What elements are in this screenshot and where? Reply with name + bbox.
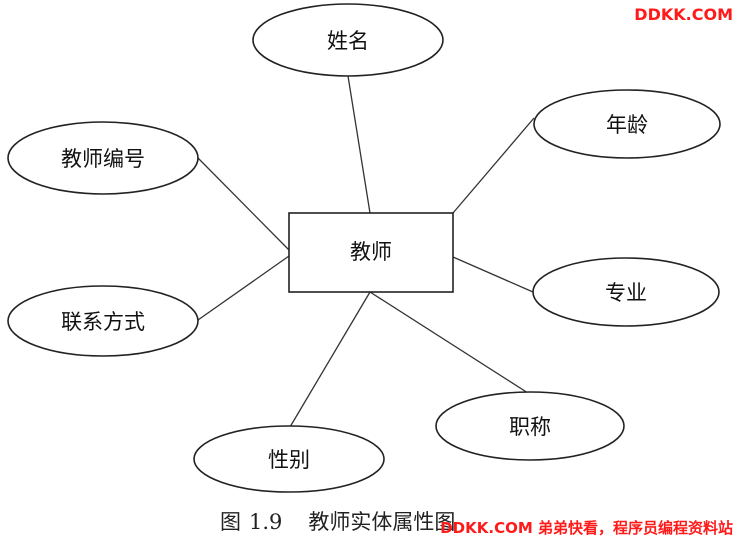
edge-major	[452, 256, 534, 293]
entity-teacher: 教师	[288, 212, 454, 293]
edge-teacher-id	[197, 157, 290, 251]
figure-caption: 图 1.9 教师实体属性图	[220, 506, 455, 536]
entity-label: 教师	[350, 240, 392, 264]
attribute-label: 姓名	[327, 29, 369, 53]
edge-name	[347, 75, 371, 214]
caption-number: 1.9	[249, 510, 283, 534]
attribute-ellipse	[533, 89, 721, 159]
attribute-name: 姓名	[252, 3, 444, 77]
edge-contact	[197, 255, 290, 321]
attribute-ellipse	[252, 3, 444, 77]
attribute-major: 专业	[532, 257, 720, 327]
attribute-ellipse	[193, 425, 385, 493]
attribute-label: 联系方式	[61, 310, 145, 334]
edge-age	[452, 117, 535, 214]
attribute-ellipse	[435, 391, 625, 461]
attribute-label: 职称	[509, 415, 551, 439]
caption-figure-word: 图	[220, 510, 241, 534]
edge-title	[369, 291, 529, 394]
attribute-gender: 性别	[193, 425, 385, 493]
attribute-label: 年龄	[606, 113, 648, 137]
edge-gender	[289, 291, 371, 428]
watermark-top: DDKK.COM	[634, 5, 733, 24]
watermark-bottom: DDKK.COM 弟弟快看，程序员编程资料站	[440, 519, 733, 537]
attribute-ellipse	[7, 285, 199, 357]
entity-box	[288, 212, 454, 293]
relationship-edges	[197, 75, 535, 428]
attribute-teacher-id: 教师编号	[7, 121, 199, 195]
attribute-label: 性别	[268, 448, 310, 472]
attribute-label: 教师编号	[61, 147, 145, 171]
attribute-age: 年龄	[533, 89, 721, 159]
attribute-label: 专业	[605, 281, 647, 305]
caption-text: 教师实体属性图	[308, 510, 456, 534]
attribute-ellipse	[532, 257, 720, 327]
attribute-title: 职称	[435, 391, 625, 461]
attribute-contact: 联系方式	[7, 285, 199, 357]
attribute-ellipse	[7, 121, 199, 195]
